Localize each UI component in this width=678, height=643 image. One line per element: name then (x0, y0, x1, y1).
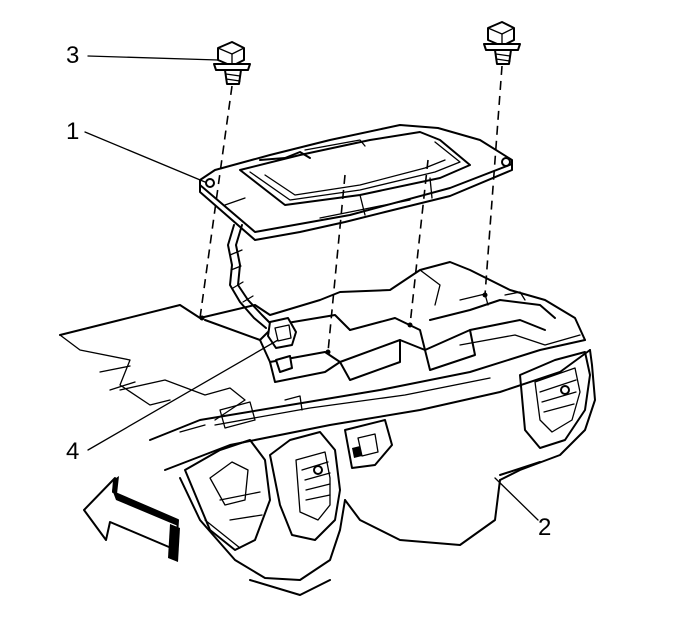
electrical-connector-icon (267, 317, 297, 373)
front-direction-arrow-icon (83, 476, 180, 562)
instrument-panel (59, 261, 596, 596)
callout-1: 1 (66, 118, 80, 145)
callout-2: 2 (538, 514, 552, 541)
bolt-icon (213, 41, 251, 85)
leader-lines (84, 55, 539, 521)
airbag-module (199, 124, 513, 329)
callout-3: 3 (66, 42, 80, 69)
bolt-icon (483, 21, 521, 65)
callout-4: 4 (66, 438, 80, 465)
alignment-lines (199, 65, 503, 353)
